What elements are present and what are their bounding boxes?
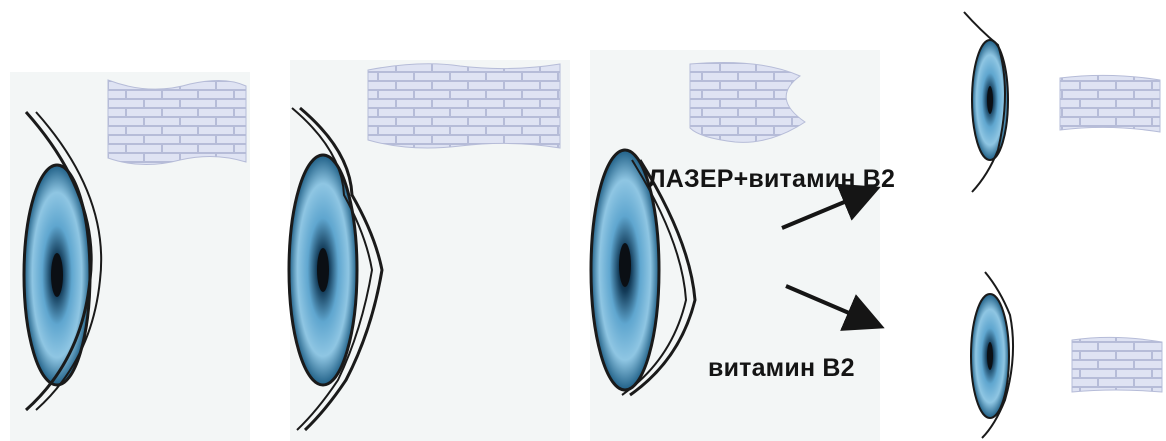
riboflavin-label: витамин B2 [708,354,855,383]
eye-cross-section-icon [964,12,1008,192]
arrow-icon [786,286,870,322]
brick-wall-icon [368,64,560,148]
arrow-icon [782,193,866,228]
eye-cross-section-icon [289,108,382,430]
brick-wall-icon [1060,75,1160,132]
brick-wall-icon [108,80,246,165]
eye-cross-section-icon [971,272,1013,438]
stage-3-before-treatment [591,63,805,396]
stage-1-normal-cornea [24,80,246,410]
laser-riboflavin-label: ЛАЗЕР+витамин B2 [648,165,895,194]
eye-cross-section-icon [24,112,101,410]
stage-2-keratoconus [289,64,560,430]
result-riboflavin-only [971,272,1162,438]
brick-wall-icon [690,63,805,143]
result-laser-riboflavin [964,12,1160,192]
brick-wall-icon [1072,337,1162,392]
